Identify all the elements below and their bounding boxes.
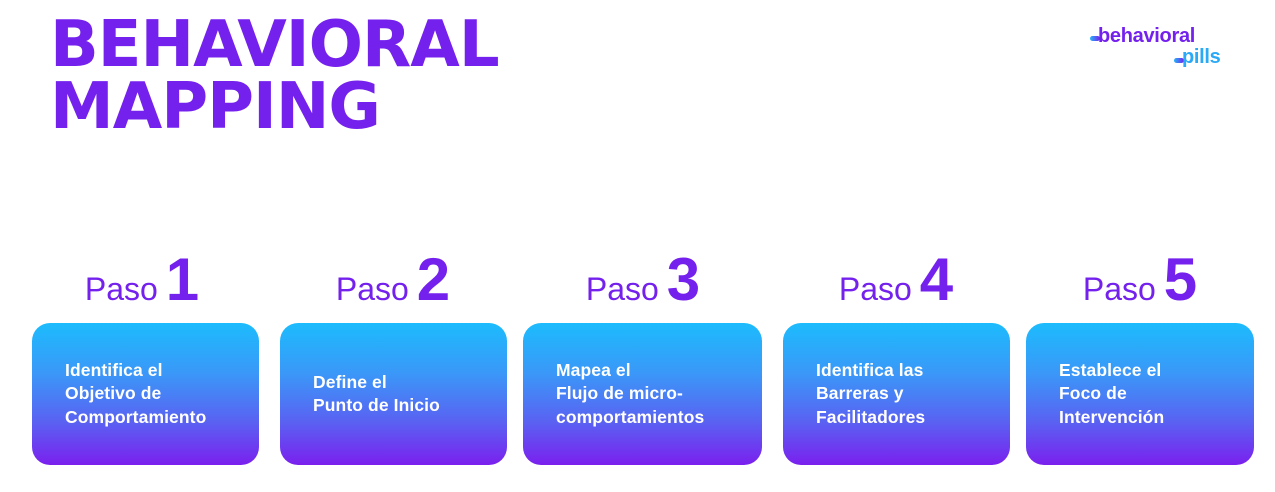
page-title: BEHAVIORAL MAPPING (50, 8, 500, 144)
step-number: 1 (165, 246, 200, 313)
step-2-card: Define el Punto de Inicio (280, 323, 507, 465)
step-1-card: Identifica el Objetivo de Comportamiento (32, 323, 259, 465)
step-word: Paso (84, 271, 158, 307)
title-line-1: BEHAVIORAL (50, 8, 500, 82)
step-number: 4 (919, 246, 954, 313)
logo-dash-icon (1090, 36, 1100, 41)
step-word: Paso (585, 271, 659, 307)
step-5-description: Establece el Foco de Intervención (1059, 359, 1165, 427)
step-number: 3 (666, 246, 701, 313)
step-5-card: Establece el Foco de Intervención (1026, 323, 1254, 465)
step-4-card: Identifica las Barreras y Facilitadores (783, 323, 1010, 465)
step-word: Paso (335, 271, 409, 307)
step-number: 5 (1163, 246, 1198, 313)
step-1-description: Identifica el Objetivo de Comportamiento (65, 359, 207, 427)
step-word: Paso (1082, 271, 1156, 307)
logo-word-behavioral: behavioral (1098, 25, 1196, 47)
logo-dash-icon (1174, 58, 1184, 63)
logo-word-pills: pills (1182, 46, 1221, 68)
step-4-description: Identifica las Barreras y Facilitadores (816, 359, 926, 427)
step-2-description: Define el Punto de Inicio (313, 371, 440, 416)
step-3-card: Mapea el Flujo de micro- comportamientos (523, 323, 762, 465)
step-word: Paso (838, 271, 912, 307)
title-line-2: MAPPING (50, 70, 381, 144)
step-3-description: Mapea el Flujo de micro- comportamientos (556, 359, 705, 427)
behavioral-pills-logo: behavioral pills (1090, 24, 1240, 74)
step-number: 2 (416, 246, 451, 313)
